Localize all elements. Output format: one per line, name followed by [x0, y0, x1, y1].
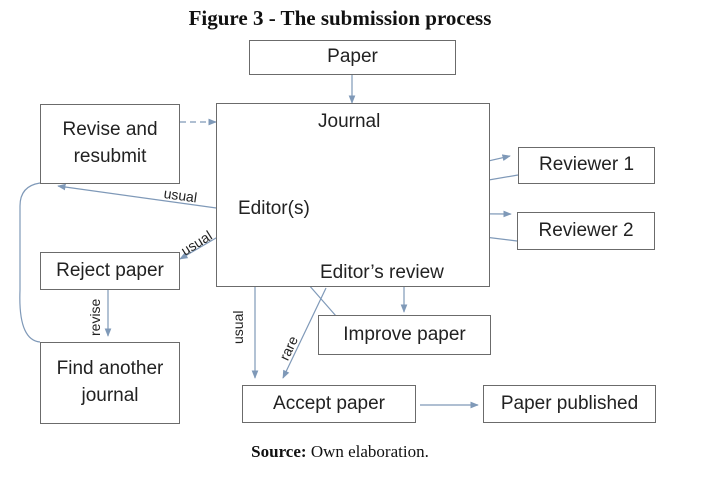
journal-label: Journal — [318, 111, 381, 132]
arrow-review-accept — [282, 287, 327, 379]
revise-resubmit-box: Revise and resubmit — [40, 104, 180, 184]
arrow-find-revise — [19, 182, 41, 343]
reviewer2-box: Reviewer 2 — [517, 212, 655, 250]
improve-paper-label: Improve paper — [343, 323, 466, 345]
paper-label: Paper — [327, 46, 378, 68]
source-label: Source: — [251, 442, 307, 461]
edge-label-usual-accept: usual — [230, 310, 246, 344]
paper-box: Paper — [249, 40, 456, 75]
accept-paper-box: Accept paper — [242, 385, 416, 423]
reject-paper-box: Reject paper — [40, 252, 180, 290]
reviewer2-label: Reviewer 2 — [538, 219, 634, 241]
figure-title: Figure 3 - The submission process — [188, 6, 492, 30]
reviewer1-label: Reviewer 1 — [538, 154, 635, 176]
arrow-editors-revise — [57, 183, 239, 212]
revise-resubmit-label: Revise and resubmit — [62, 119, 158, 167]
journal-box — [216, 103, 490, 287]
editors-review-label: Editor’s review — [320, 262, 444, 284]
reviewer1-box: Reviewer 1 — [518, 147, 655, 184]
paper-published-box: Paper published — [483, 385, 656, 423]
editors-label: Editor(s) — [238, 198, 310, 219]
find-journal-box: Find another journal — [40, 342, 180, 424]
accept-paper-label: Accept paper — [273, 392, 385, 414]
improve-paper-box: Improve paper — [318, 315, 491, 355]
paper-published-label: Paper published — [500, 392, 639, 414]
find-journal-label: Find another journal — [56, 358, 164, 406]
source-text: Own elaboration. — [310, 442, 429, 461]
edge-label-revise-find: revise — [87, 298, 103, 336]
reject-paper-label: Reject paper — [56, 259, 164, 281]
source-caption: Source: Own elaboration. — [0, 442, 680, 462]
